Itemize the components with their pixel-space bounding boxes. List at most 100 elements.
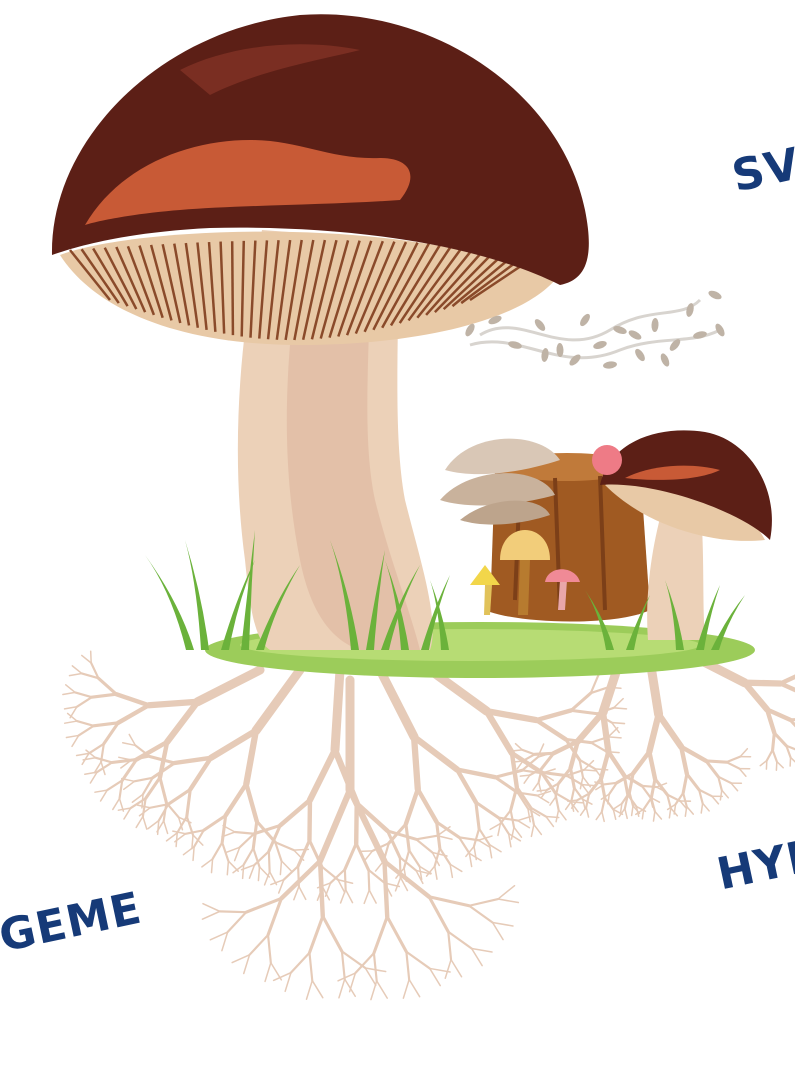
root-branch xyxy=(596,812,602,820)
root-branch xyxy=(416,836,437,840)
root-branch xyxy=(727,762,740,768)
root-branch xyxy=(556,810,558,822)
root-branch xyxy=(72,666,81,674)
root-branch xyxy=(584,770,597,771)
root-branch xyxy=(268,935,271,963)
root-branch xyxy=(406,824,409,850)
root-branch xyxy=(270,872,277,885)
root-branch xyxy=(294,849,308,850)
root-branch xyxy=(701,803,702,813)
root-branch xyxy=(476,802,498,817)
root-branch xyxy=(299,886,306,899)
root-branch xyxy=(418,789,437,822)
root-branch xyxy=(536,720,566,739)
root-branch xyxy=(476,802,479,828)
root-branch xyxy=(77,697,92,707)
root-branch xyxy=(320,861,323,916)
root-branch xyxy=(281,861,291,871)
root-branch xyxy=(777,762,783,768)
root-branch xyxy=(291,953,310,973)
root-branch xyxy=(472,949,483,966)
root-branch xyxy=(166,803,178,817)
root-branch xyxy=(346,890,353,903)
root-branch xyxy=(642,786,657,787)
root-branch xyxy=(516,744,523,750)
root-branch xyxy=(77,721,94,726)
root-branch xyxy=(369,890,376,903)
root-branch xyxy=(66,685,75,693)
root-branch xyxy=(612,723,625,724)
spore xyxy=(533,317,547,332)
root-branch xyxy=(546,817,559,818)
root-branch xyxy=(164,821,168,834)
root-branch xyxy=(220,911,246,912)
root-branch xyxy=(745,683,768,710)
root-branch xyxy=(706,761,726,762)
root-branch xyxy=(75,692,92,697)
root-branch xyxy=(92,694,117,697)
root-branch xyxy=(364,851,372,861)
root-branch xyxy=(531,825,533,837)
root-branch xyxy=(566,801,572,809)
root-branch xyxy=(414,737,457,770)
root-branch xyxy=(669,808,670,818)
root-branch xyxy=(342,951,365,968)
root-branch xyxy=(578,712,603,741)
root-branch xyxy=(203,904,220,912)
root-branch xyxy=(280,861,281,875)
root-branch xyxy=(687,807,694,815)
root-branch xyxy=(284,866,298,880)
root-branch xyxy=(601,778,605,798)
root-branch xyxy=(435,866,437,879)
root-branch xyxy=(602,812,604,822)
root-branch xyxy=(591,743,606,752)
root-branch xyxy=(493,922,504,939)
root-branch xyxy=(739,769,746,777)
root-branch xyxy=(745,683,781,684)
root-branch xyxy=(228,912,247,932)
root-branch xyxy=(256,670,300,731)
root-branch xyxy=(773,750,777,762)
spore xyxy=(707,289,723,301)
root-branch xyxy=(269,851,270,871)
root-branch xyxy=(104,723,118,744)
root-branch xyxy=(368,870,384,883)
root-branch xyxy=(176,833,177,847)
root-branch xyxy=(400,857,416,870)
root-branch xyxy=(212,859,213,873)
root-branch xyxy=(160,777,166,802)
root-branch xyxy=(706,761,718,777)
spore xyxy=(603,361,618,370)
root-branch xyxy=(625,809,627,819)
root-branch xyxy=(323,916,342,951)
root-branch xyxy=(192,835,193,849)
root-branch xyxy=(773,733,775,750)
root-branch xyxy=(265,963,271,982)
root-branch xyxy=(472,949,492,953)
root-branch xyxy=(95,758,112,763)
root-branch xyxy=(365,968,376,985)
root-branch xyxy=(437,822,459,837)
root-branch xyxy=(632,806,633,816)
root-branch xyxy=(513,750,522,751)
root-branch xyxy=(445,960,451,979)
root-branch xyxy=(258,867,259,881)
root-branch xyxy=(781,673,795,684)
root-branch xyxy=(614,699,623,708)
root-branch xyxy=(522,750,534,754)
root-branch xyxy=(63,692,75,694)
root-branch xyxy=(136,817,143,828)
grass-blade xyxy=(185,540,209,650)
gill-line xyxy=(232,241,233,335)
root-branch xyxy=(409,980,420,997)
root-branch xyxy=(448,932,471,949)
root-branch xyxy=(633,752,649,774)
root-branch xyxy=(790,720,795,733)
root-branch xyxy=(574,788,583,800)
root-branch xyxy=(513,761,522,762)
root-branch xyxy=(550,797,556,805)
root-branch xyxy=(602,798,605,812)
root-branch xyxy=(614,708,627,709)
root-branch xyxy=(533,782,539,790)
root-branch xyxy=(687,774,699,790)
